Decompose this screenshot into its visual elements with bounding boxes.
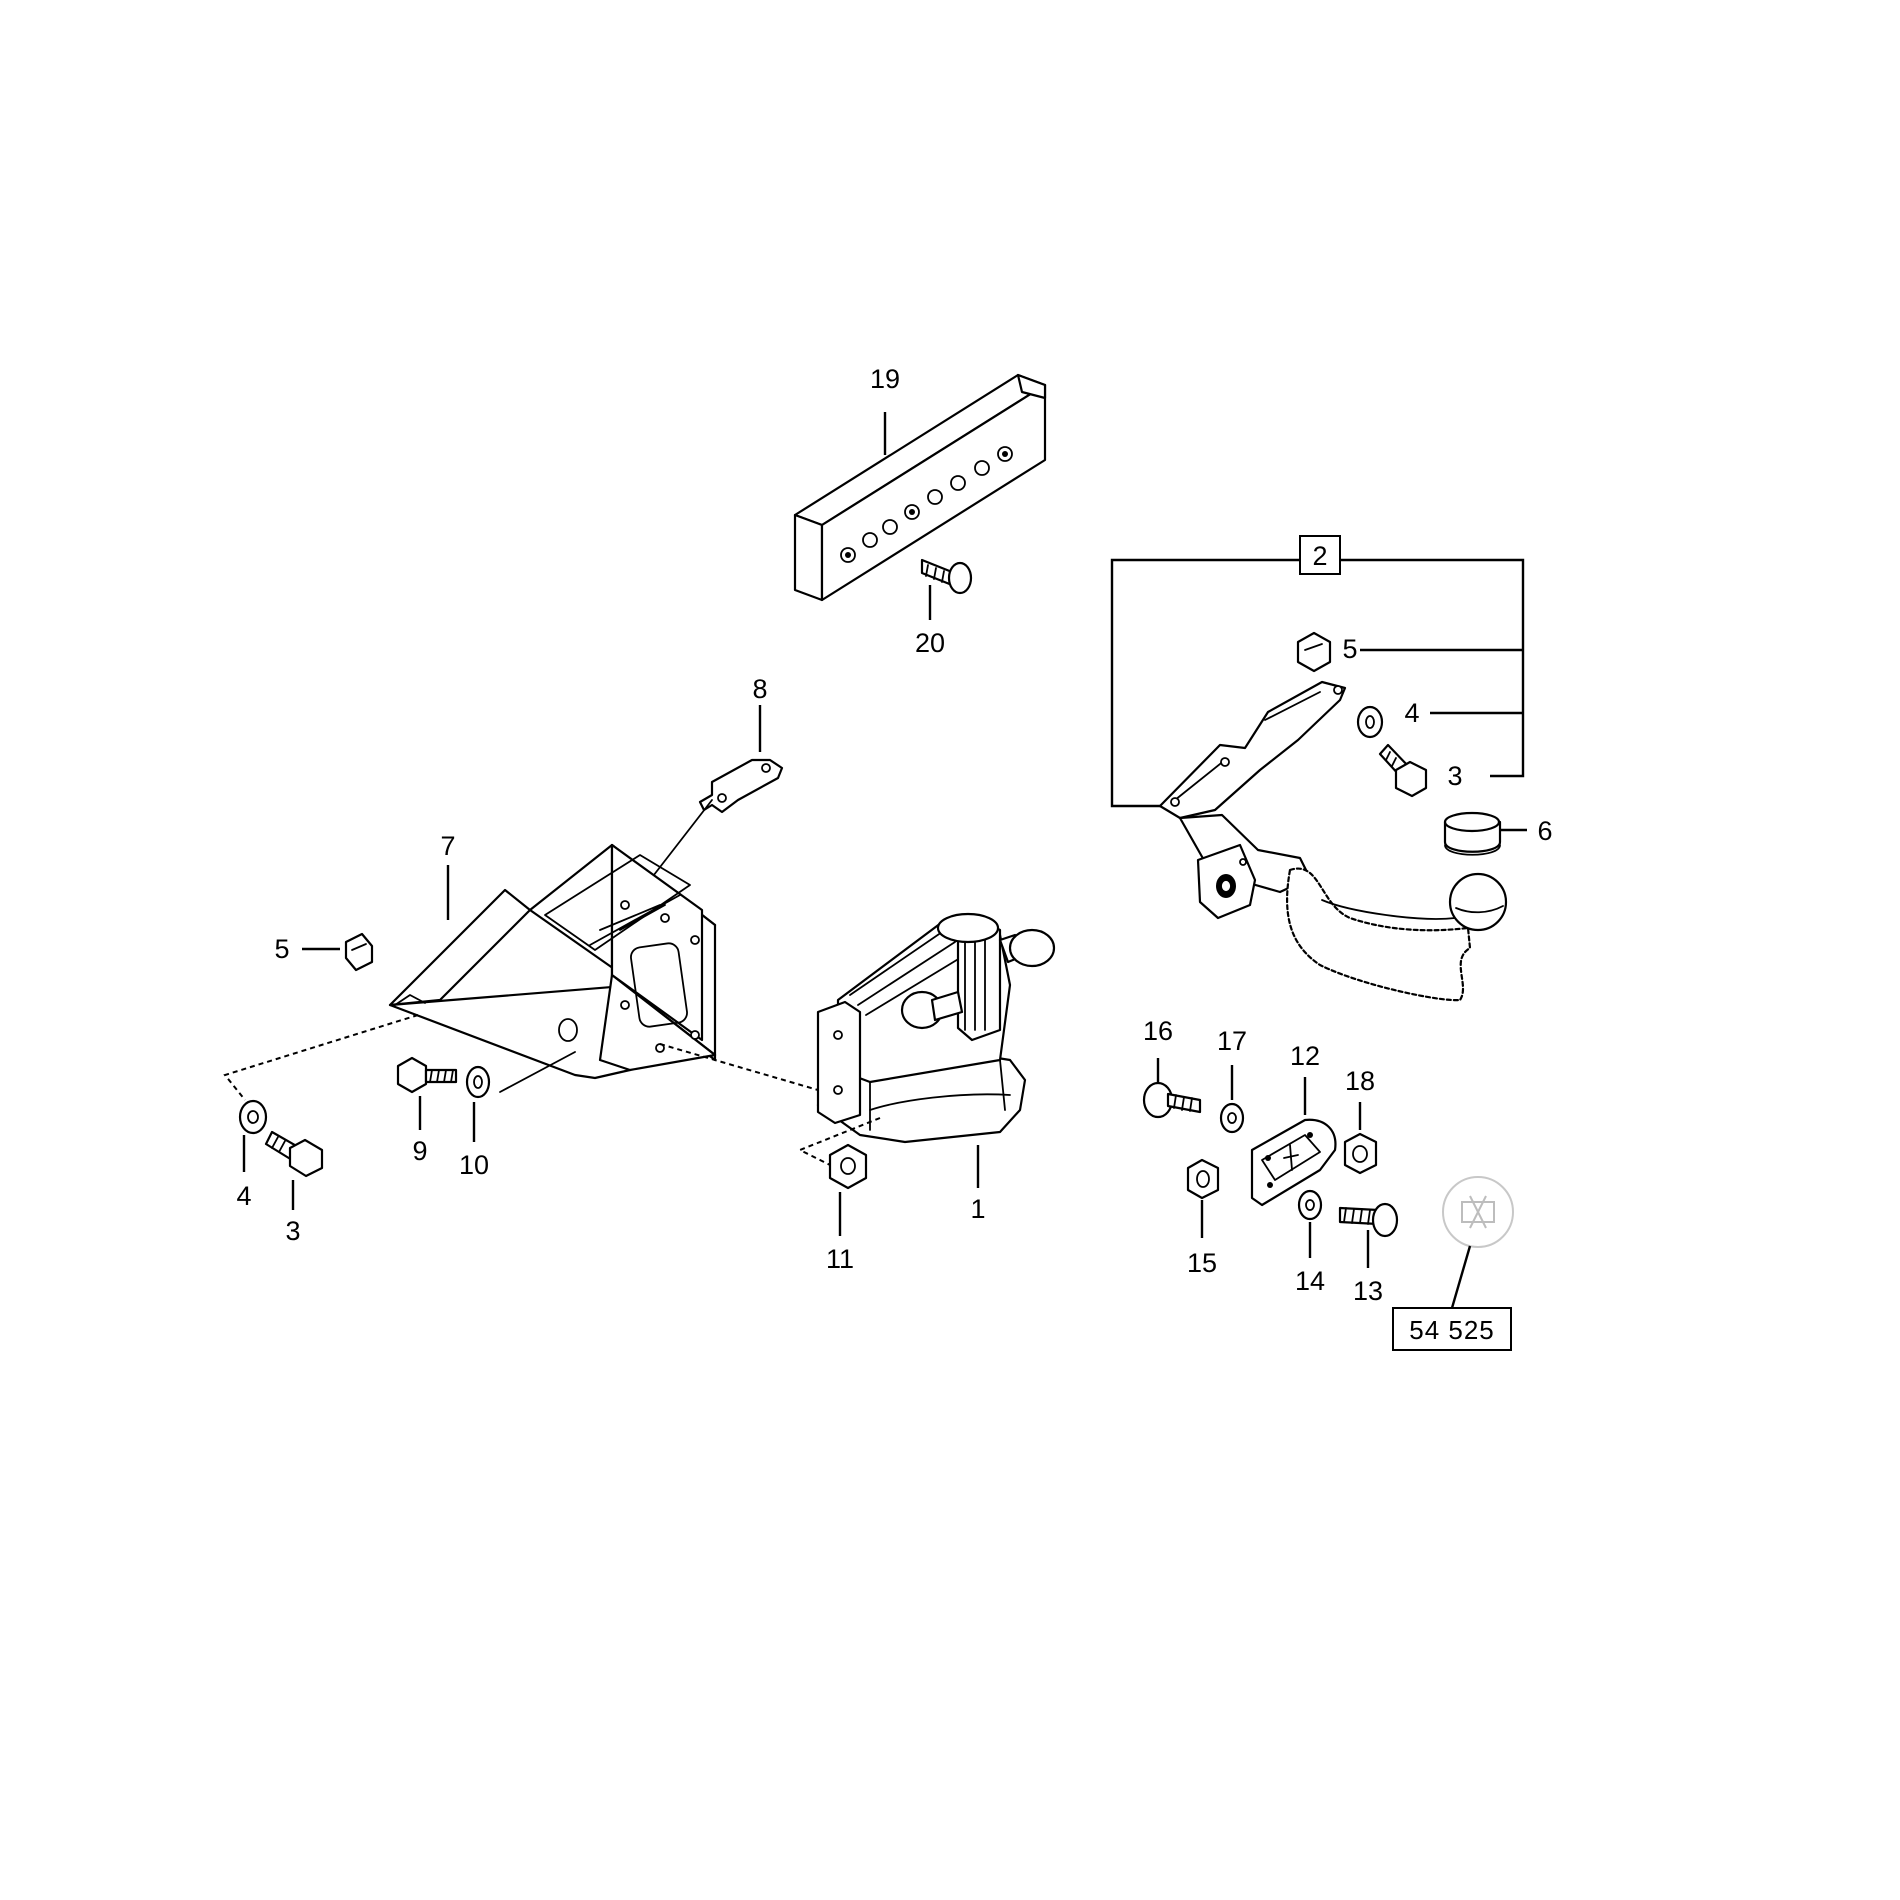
callout-18: 18 [1345, 1066, 1375, 1096]
callout-6: 6 [1537, 816, 1552, 846]
part-4-washer-left [238, 1099, 268, 1135]
part-19-mounting-bar [793, 373, 1047, 602]
part-10-washer [465, 1065, 491, 1099]
part-20-bolt [920, 558, 973, 595]
part-4-washer-right [1356, 705, 1384, 739]
assembly-line-left [223, 1014, 419, 1101]
assembly-line-center [659, 1043, 819, 1091]
callout-4-right: 4 [1404, 698, 1419, 728]
leader-10-to-7 [499, 1051, 576, 1093]
callout-9: 9 [412, 1136, 427, 1166]
callout-2-box [1299, 535, 1341, 575]
callout-5-left: 5 [274, 934, 289, 964]
part-17-washer [1219, 1102, 1245, 1134]
part-11-nut [828, 1143, 868, 1190]
callout-3-right: 3 [1447, 761, 1462, 791]
part-15-nut [1186, 1158, 1220, 1200]
callout-12: 12 [1290, 1041, 1320, 1071]
callout-13: 13 [1353, 1276, 1383, 1306]
callout-4-left: 4 [236, 1181, 251, 1211]
callout-7: 7 [440, 831, 455, 861]
callout-10: 10 [459, 1150, 489, 1180]
leader-8-to-7 [649, 799, 713, 881]
part-18-nut [1343, 1132, 1378, 1175]
leader-ref [1450, 1245, 1472, 1309]
part-16-bolt [1142, 1081, 1202, 1119]
reference-number: 54 525 [1409, 1315, 1495, 1345]
part-8-bracket [698, 758, 784, 814]
part-7-main-bracket [388, 843, 717, 1080]
part-13-bolt [1338, 1202, 1399, 1238]
callout-19: 19 [870, 364, 900, 394]
assembly-line-nut-11 [797, 1117, 881, 1166]
callout-11: 11 [826, 1244, 854, 1274]
part-14-washer [1297, 1189, 1323, 1221]
callout-17: 17 [1217, 1026, 1247, 1056]
part-12-socket-plate [1250, 1118, 1337, 1207]
part-3-bolt-left [264, 1130, 324, 1178]
part-5-nut-right [1296, 631, 1332, 673]
callout-14: 14 [1295, 1266, 1325, 1296]
callout-1: 1 [970, 1194, 985, 1224]
part-5-nut-left [344, 932, 374, 972]
callout-3-left: 3 [285, 1216, 300, 1246]
group-2-bracket-frame [1110, 558, 1525, 808]
part-9-bolt [396, 1056, 458, 1094]
callout-20: 20 [915, 628, 945, 658]
part-6-ball-cap [1443, 811, 1502, 856]
callout-16: 16 [1143, 1016, 1173, 1046]
callout-5-right: 5 [1342, 634, 1357, 664]
callout-15: 15 [1187, 1248, 1217, 1278]
part-2-towbar [1158, 680, 1508, 1002]
part-1-coupling [816, 912, 1056, 1144]
reference-illustration-icon [1442, 1176, 1514, 1248]
callout-8: 8 [752, 674, 767, 704]
part-3-bolt-right [1378, 743, 1428, 798]
callout-2: 2 [1312, 541, 1327, 571]
reference-box [1392, 1307, 1512, 1351]
